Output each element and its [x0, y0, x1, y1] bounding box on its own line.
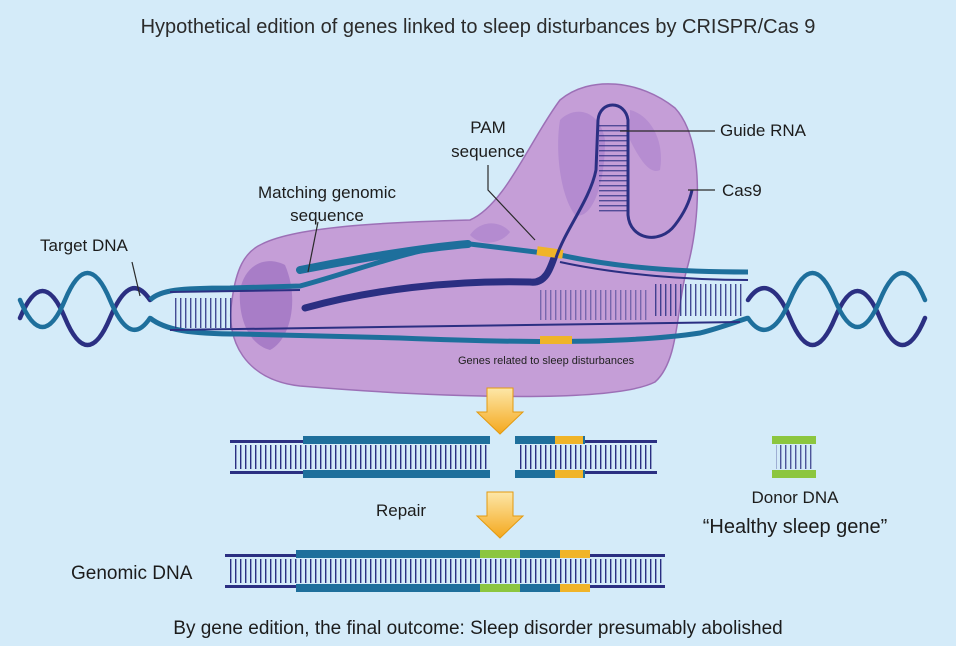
- down-arrow-1: [475, 387, 525, 435]
- gene-block-bottom: [540, 336, 572, 344]
- left-helix: [17, 270, 153, 348]
- diagram-title: Hypothetical edition of genes linked to …: [140, 16, 816, 38]
- matching-sequence-bar: [296, 240, 472, 274]
- repaired-genomic-dna: [225, 550, 665, 592]
- repair-label: Repair: [376, 501, 427, 520]
- protein-patch: [470, 223, 510, 243]
- guide-rna-hairpin: [554, 103, 694, 259]
- bottom-inner-strand: [169, 321, 741, 331]
- down-arrow-2: [475, 491, 525, 539]
- top-outer-strand: [169, 289, 301, 293]
- matching-sequence-label-line2: sequence: [290, 206, 364, 225]
- bottom-dna-strand: [148, 315, 749, 345]
- right-top-strand: [559, 261, 749, 281]
- cut-dna-right: [515, 436, 657, 478]
- donor-dna: [772, 436, 816, 478]
- guide-rna-rungs: [599, 125, 627, 215]
- guide-rna-strand: [301, 251, 559, 312]
- genomic-dna-label: Genomic DNA: [71, 563, 193, 584]
- guide-rna-label: Guide RNA: [720, 121, 806, 140]
- rungs-left: [175, 298, 235, 328]
- pam-label-line1: PAM: [470, 118, 506, 137]
- genes-related-label: Genes related to sleep disturbances: [458, 355, 635, 367]
- protein-patch: [630, 110, 661, 171]
- target-dna-label: Target DNA: [40, 236, 128, 255]
- rungs-right: [655, 284, 745, 316]
- pam-label-line2: sequence: [451, 142, 525, 161]
- donor-dna-label: Donor DNA: [751, 488, 839, 507]
- healthy-gene-label: “Healthy sleep gene”: [702, 516, 888, 538]
- rungs-center: [540, 290, 650, 320]
- caption: By gene edition, the final outcome: Slee…: [173, 618, 783, 639]
- cas9-label: Cas9: [722, 181, 762, 200]
- matching-sequence-label-line1: Matching genomic: [258, 183, 396, 202]
- cut-dna-left: [230, 436, 490, 478]
- right-helix: [745, 270, 928, 348]
- leader-lines: [131, 130, 715, 297]
- protein-patch: [558, 111, 605, 216]
